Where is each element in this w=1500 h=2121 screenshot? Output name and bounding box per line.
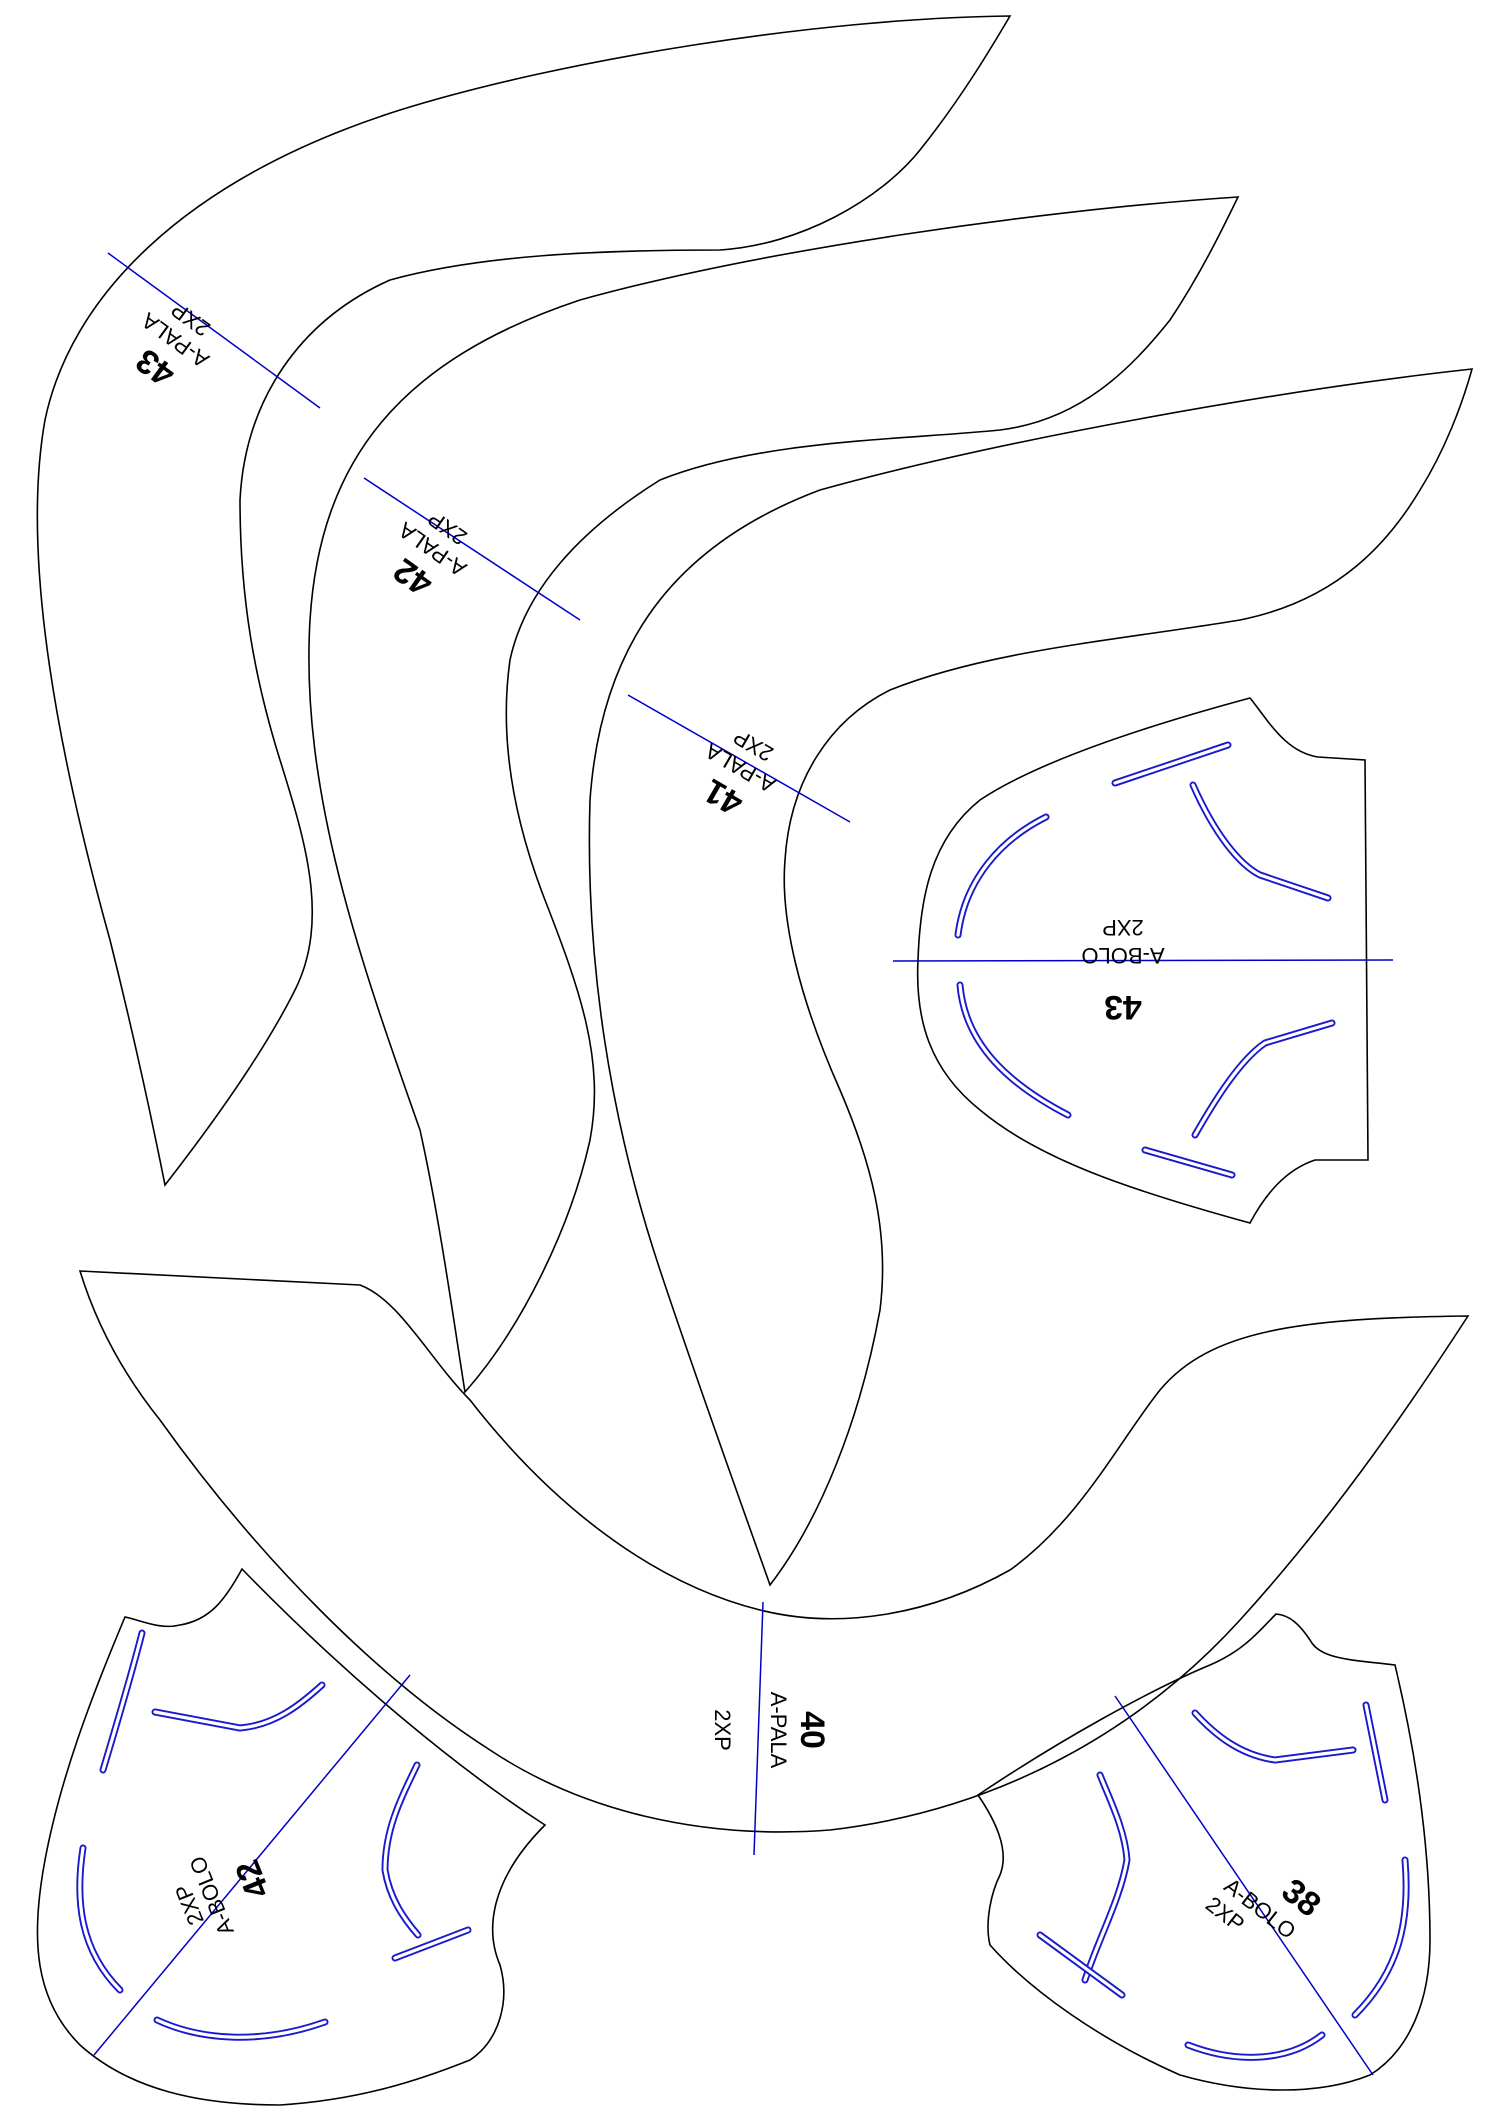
piece-pala-43: 43 A-PALA 2XP xyxy=(36,15,1012,1187)
pala-40-qty: 2XP xyxy=(710,1709,735,1751)
bolo-43-size: 43 xyxy=(1104,988,1142,1026)
bolo-38-grainline xyxy=(1114,1695,1374,2076)
bolo-38-outline xyxy=(976,1613,1431,2091)
piece-bolo-38: 38 A-BOLO 2XP xyxy=(976,1613,1431,2091)
pala-40-outline xyxy=(78,1270,1470,1833)
bolo-42-label-group: 42 A-BOLO 2XP xyxy=(170,1853,278,1939)
pala-40-size: 40 xyxy=(793,1711,831,1749)
pala-42-outline xyxy=(308,196,1240,1394)
bolo-38-slots xyxy=(1036,1701,1410,2061)
pala-43-outline xyxy=(36,15,1012,1187)
pala-42-label-group: 42 A-PALA 2XP xyxy=(387,506,472,603)
pala-43-grainline xyxy=(107,252,321,409)
pala-40-label-group: 40 A-PALA 2XP xyxy=(710,1692,831,1769)
piece-bolo-43: 43 A-BOLO 2XP xyxy=(892,697,1394,1224)
bolo-42-slots xyxy=(76,1629,472,2041)
piece-pala-42: 42 A-PALA 2XP xyxy=(308,196,1240,1394)
bolo-43-label-group: 43 A-BOLO 2XP xyxy=(1081,915,1164,1026)
pala-41-label-group: 41 A-PALA 2XP xyxy=(698,724,780,823)
pala-41-grainline xyxy=(627,694,851,823)
bolo-42-grainline xyxy=(93,1674,411,2056)
bolo-43-outline xyxy=(916,697,1369,1224)
bolo-43-name: A-BOLO xyxy=(1081,943,1164,968)
bolo-43-slots xyxy=(954,741,1336,1179)
pala-40-grainline xyxy=(753,1601,764,1856)
bolo-42-size: 42 xyxy=(228,1854,277,1903)
bolo-42-outline xyxy=(36,1567,547,2106)
piece-pala-41: 41 A-PALA 2XP xyxy=(588,368,1474,1587)
pala-40-name: A-PALA xyxy=(766,1692,791,1769)
pala-41-outline xyxy=(588,368,1474,1587)
piece-pala-40: 40 A-PALA 2XP xyxy=(78,1270,1470,1856)
bolo-43-grainline xyxy=(892,959,1394,962)
bolo-43-qty: 2XP xyxy=(1102,915,1144,940)
pala-43-label-group: 43 A-PALA 2XP xyxy=(129,297,215,394)
piece-bolo-42: 42 A-BOLO 2XP xyxy=(36,1567,547,2106)
bolo-38-label-group: 38 A-BOLO 2XP xyxy=(1201,1871,1328,1943)
pala-42-grainline xyxy=(363,477,581,621)
